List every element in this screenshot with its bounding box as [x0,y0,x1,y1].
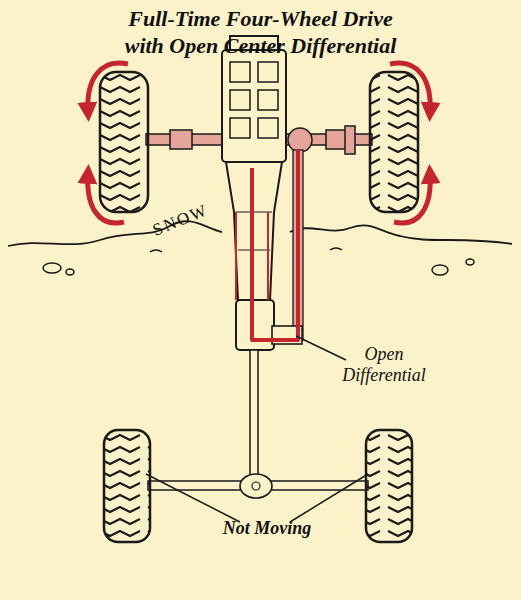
tire [100,72,148,212]
part-label: Open Differential [332,344,436,385]
spin-arrow [88,63,430,223]
snow-ground [466,259,474,265]
engine-transmission [236,300,274,350]
tire [370,72,418,212]
terrain-label: SNOW [150,192,231,240]
engine-transmission [258,90,278,110]
snow-ground [432,265,448,275]
rear-axle [240,474,272,498]
rear-axle [250,350,258,478]
engine-transmission [230,62,250,82]
front-axle [170,130,192,149]
leader-line [146,474,240,522]
power-flow [252,150,298,340]
engine-transmission [230,90,250,110]
engine-transmission [258,118,278,138]
snow-ground [66,269,74,275]
power-flow [236,212,268,300]
leader-line [146,336,368,522]
rear-axle [148,350,368,498]
tire [100,72,418,542]
diagram-title-wrap: Full-Time Four-Wheel Drive with Open Cen… [0,6,521,60]
spin-arrow [390,63,430,112]
tire [104,430,150,542]
snow-ground [43,263,61,273]
status-label: Not Moving [212,518,322,539]
diagram-title: Full-Time Four-Wheel Drive with Open Cen… [91,6,431,60]
spin-arrow [394,174,430,223]
engine-transmission [222,50,286,162]
leader-line [296,336,346,360]
tire [366,430,412,542]
engine-transmission [222,36,302,350]
leader-line [290,474,368,522]
rear-axle [252,482,260,490]
spin-arrow [88,174,124,223]
front-axle [345,126,355,154]
engine-transmission [258,62,278,82]
spin-arrow [88,63,128,112]
engine-transmission [230,118,250,138]
front-axle [288,128,312,152]
